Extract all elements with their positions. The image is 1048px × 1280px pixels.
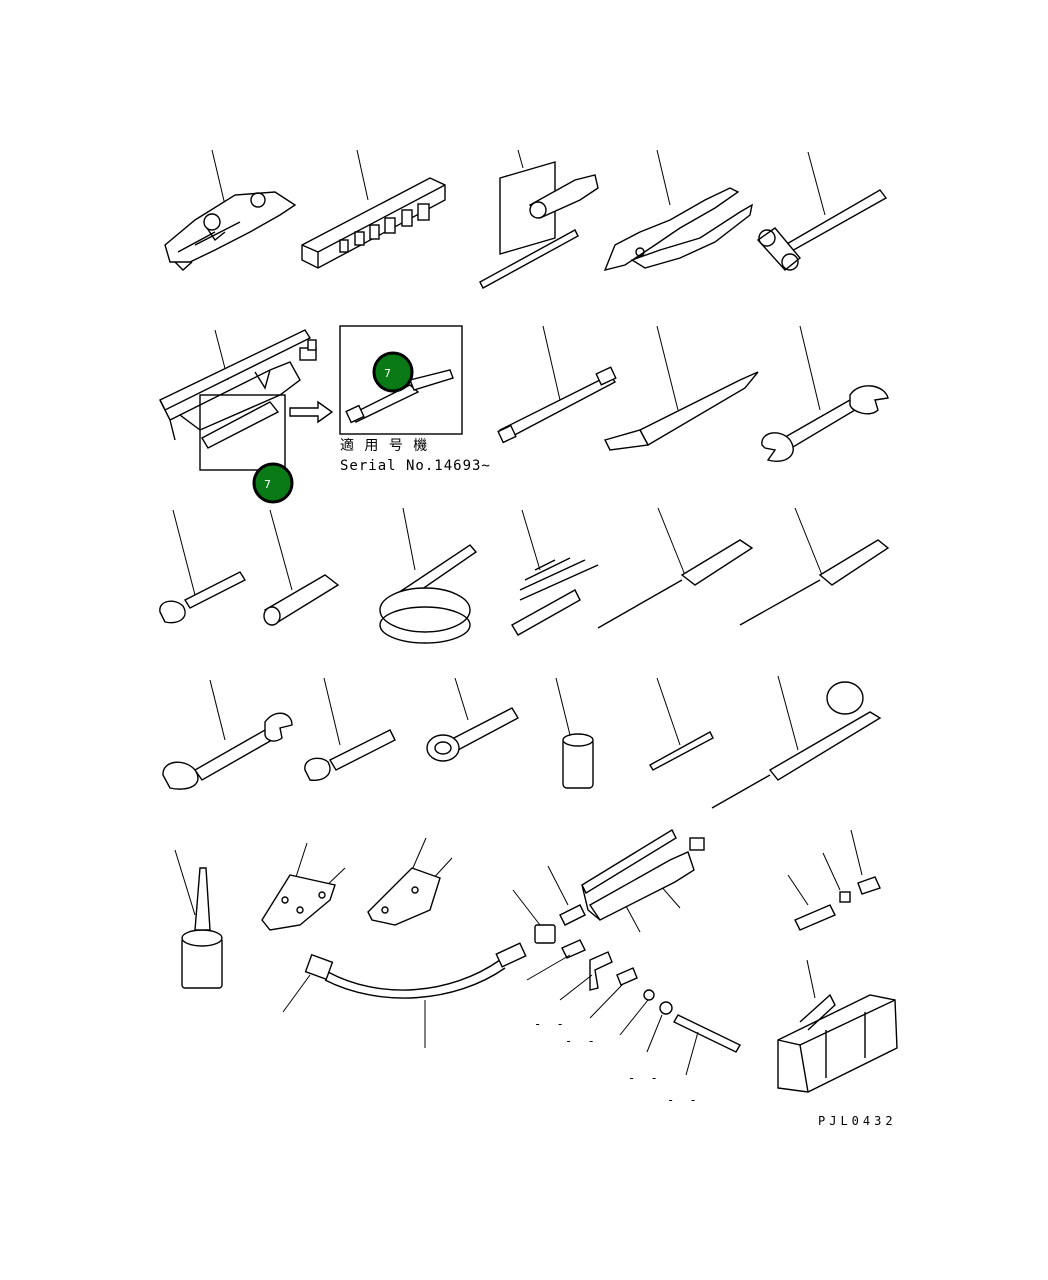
rod-icon xyxy=(673,1014,741,1053)
coupler-fitting-icon xyxy=(616,967,638,986)
test-lamp-bulb-icon xyxy=(711,675,882,809)
mark-1: - - xyxy=(534,1017,568,1031)
block-fitting-icon xyxy=(534,924,556,944)
phillips-screwdriver-icon xyxy=(739,507,890,626)
hammer-icon xyxy=(756,151,888,271)
mark-3: - - xyxy=(628,1071,662,1085)
sleeve-pin-icon xyxy=(263,509,340,626)
tee-fitting-icon xyxy=(589,951,613,991)
pry-bar-icon xyxy=(603,325,759,451)
washer-icon xyxy=(659,1001,673,1015)
oil-can-icon xyxy=(174,849,223,989)
applicability-japanese: 適 用 号 機 xyxy=(340,437,428,454)
mark-4: - - xyxy=(667,1093,701,1107)
screwdriver-bit-icon xyxy=(479,149,599,289)
extension-bar-icon xyxy=(497,325,617,444)
callout-badge-7-lower-circle xyxy=(252,462,294,504)
applicability-serial: Serial No.14693~ xyxy=(340,458,491,474)
grease-fitting-long-icon xyxy=(794,904,836,931)
large-open-wrench-icon xyxy=(162,679,293,790)
feeler-gauge-icon xyxy=(511,509,599,636)
grease-gun-icon xyxy=(159,329,317,471)
nozzle-detail-box xyxy=(339,325,463,435)
box-end-wrench-icon xyxy=(426,677,519,762)
drawing-code: PJL0432 xyxy=(818,1114,897,1128)
nut-icon xyxy=(643,989,655,1001)
grease-hose-icon xyxy=(282,942,527,1048)
flat-screwdriver-icon xyxy=(597,507,754,629)
fittings-cluster xyxy=(512,865,741,1076)
small-fittings-right xyxy=(787,829,881,931)
arrow-icon xyxy=(289,400,334,424)
filter-strap-wrench-icon xyxy=(379,507,478,644)
socket-set-case-icon xyxy=(301,149,446,269)
wrench-set-icon xyxy=(164,149,297,271)
tool-bag-icon xyxy=(777,959,898,1093)
callout-badge-7-lower[interactable]: 7 xyxy=(252,462,294,504)
callout-badge-7-upper-circle xyxy=(372,351,414,393)
callout-badge-7-upper[interactable]: 7 xyxy=(372,351,414,393)
pliers-icon xyxy=(603,149,753,272)
small-wrench-icon xyxy=(159,509,246,624)
open-end-wrench-icon xyxy=(761,325,889,462)
grease-gun-lower-icon xyxy=(581,829,705,933)
combination-wrench-icon xyxy=(304,677,396,782)
tommy-bar-icon xyxy=(649,677,714,771)
callout-badge-7-lower-label: 7 xyxy=(264,478,271,491)
callout-badge-7-upper-label: 7 xyxy=(384,367,391,380)
grease-fitting-cap-icon xyxy=(839,891,851,903)
mark-2: - - xyxy=(565,1034,599,1048)
adapter-fitting-icon xyxy=(561,939,586,959)
socket-icon xyxy=(555,677,594,789)
nipple-fitting-icon xyxy=(559,904,586,926)
bracket-left-icon xyxy=(261,842,346,931)
grease-fitting-short-icon xyxy=(857,876,881,895)
bracket-right-icon xyxy=(367,837,453,926)
